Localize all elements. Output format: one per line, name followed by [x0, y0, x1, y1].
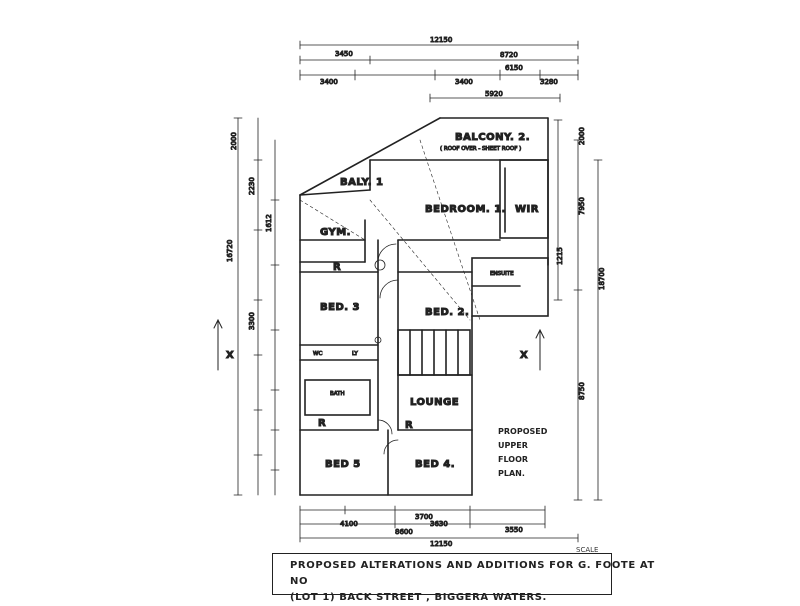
- dim-bottom-e: 4100: [340, 520, 358, 528]
- dim-right-overall: 18700: [598, 268, 606, 290]
- room-bed3: BED. 3: [320, 302, 360, 313]
- top-dimension-lines: [299, 40, 579, 103]
- room-bedroom1: BEDROOM. 1.: [425, 204, 506, 215]
- title-block-text: PROPOSED ALTERATIONS AND ADDITIONS FOR G…: [290, 558, 655, 606]
- construction-lines: [299, 139, 481, 321]
- dim-left-d: 1612: [265, 214, 273, 232]
- dim-top-g: 5920: [485, 90, 503, 98]
- robe-mark-bed5: R: [318, 418, 326, 429]
- left-dimension-lines: [233, 117, 280, 496]
- dim-top-b: 8720: [500, 51, 518, 59]
- dim-bottom-d: 3550: [505, 526, 523, 534]
- plan-label-line-1: PROPOSED: [498, 427, 548, 436]
- scale-mark: SCALE: [576, 546, 599, 554]
- plan-label: PROPOSED UPPER FLOOR PLAN.: [498, 425, 548, 481]
- room-wc: WC: [313, 351, 322, 357]
- room-wir: WIR: [515, 204, 539, 215]
- title-line-3: (LOT 1) BACK STREET , BIGGERA WATERS.: [290, 592, 547, 603]
- dim-top-d: 6150: [505, 64, 523, 72]
- section-mark-right: X: [520, 350, 528, 361]
- dim-top-a: 3450: [335, 50, 353, 58]
- dim-left-a: 2000: [230, 132, 238, 150]
- bottom-dimension-lines: [299, 505, 579, 543]
- plan-label-line-2: UPPER: [498, 441, 528, 450]
- dim-top-e: 3400: [455, 78, 473, 86]
- dim-left-overall: 16720: [226, 240, 234, 262]
- dim-bottom-a: 3630: [430, 520, 448, 528]
- room-balcony2: BALCONY. 2.: [455, 132, 530, 143]
- dim-right-d: 1215: [556, 247, 564, 265]
- dim-left-b: 2230: [248, 177, 256, 195]
- dim-right-a: 7950: [578, 197, 586, 215]
- room-lounge: LOUNGE: [410, 397, 459, 408]
- room-gym: GYM.: [320, 227, 351, 238]
- dim-bottom-c: 8600: [395, 528, 413, 536]
- room-balcony1: BALY. 1: [340, 177, 384, 188]
- dim-bottom-overall: 12150: [430, 540, 452, 548]
- robe-mark-bed4: R: [405, 420, 413, 431]
- dim-top-f: 3280: [540, 78, 558, 86]
- plan-label-line-3: FLOOR: [498, 455, 529, 464]
- dim-top-c: 3400: [320, 78, 338, 86]
- title-block: [272, 553, 612, 595]
- room-ly: LY: [352, 351, 358, 357]
- room-bed4: BED 4.: [415, 459, 455, 470]
- dim-left-c: 3300: [248, 312, 256, 330]
- section-mark-left: X: [226, 350, 234, 361]
- plan-label-line-4: PLAN.: [498, 469, 525, 478]
- door-swings: [374, 243, 399, 455]
- building-walls: [299, 117, 549, 496]
- room-bed2: BED. 2.: [425, 307, 469, 318]
- dim-top-overall: 12150: [430, 36, 452, 44]
- room-bed5: BED 5: [325, 459, 361, 470]
- title-line-2: No: [290, 576, 309, 587]
- room-bath: BATH: [330, 391, 345, 397]
- dim-right-b: 8750: [578, 382, 586, 400]
- balcony2-roof-note: ( ROOF OVER - SHEET ROOF ): [440, 146, 521, 152]
- right-dimension-lines: [553, 119, 603, 501]
- dim-bottom-b: 3700: [415, 513, 433, 521]
- robe-mark-bed3: R: [333, 262, 341, 273]
- room-ensuite: ENSUITE: [490, 271, 514, 277]
- title-line-1: PROPOSED ALTERATIONS AND ADDITIONS FOR G…: [290, 560, 655, 571]
- section-arrows: [213, 318, 545, 371]
- dim-right-c: 2000: [578, 127, 586, 145]
